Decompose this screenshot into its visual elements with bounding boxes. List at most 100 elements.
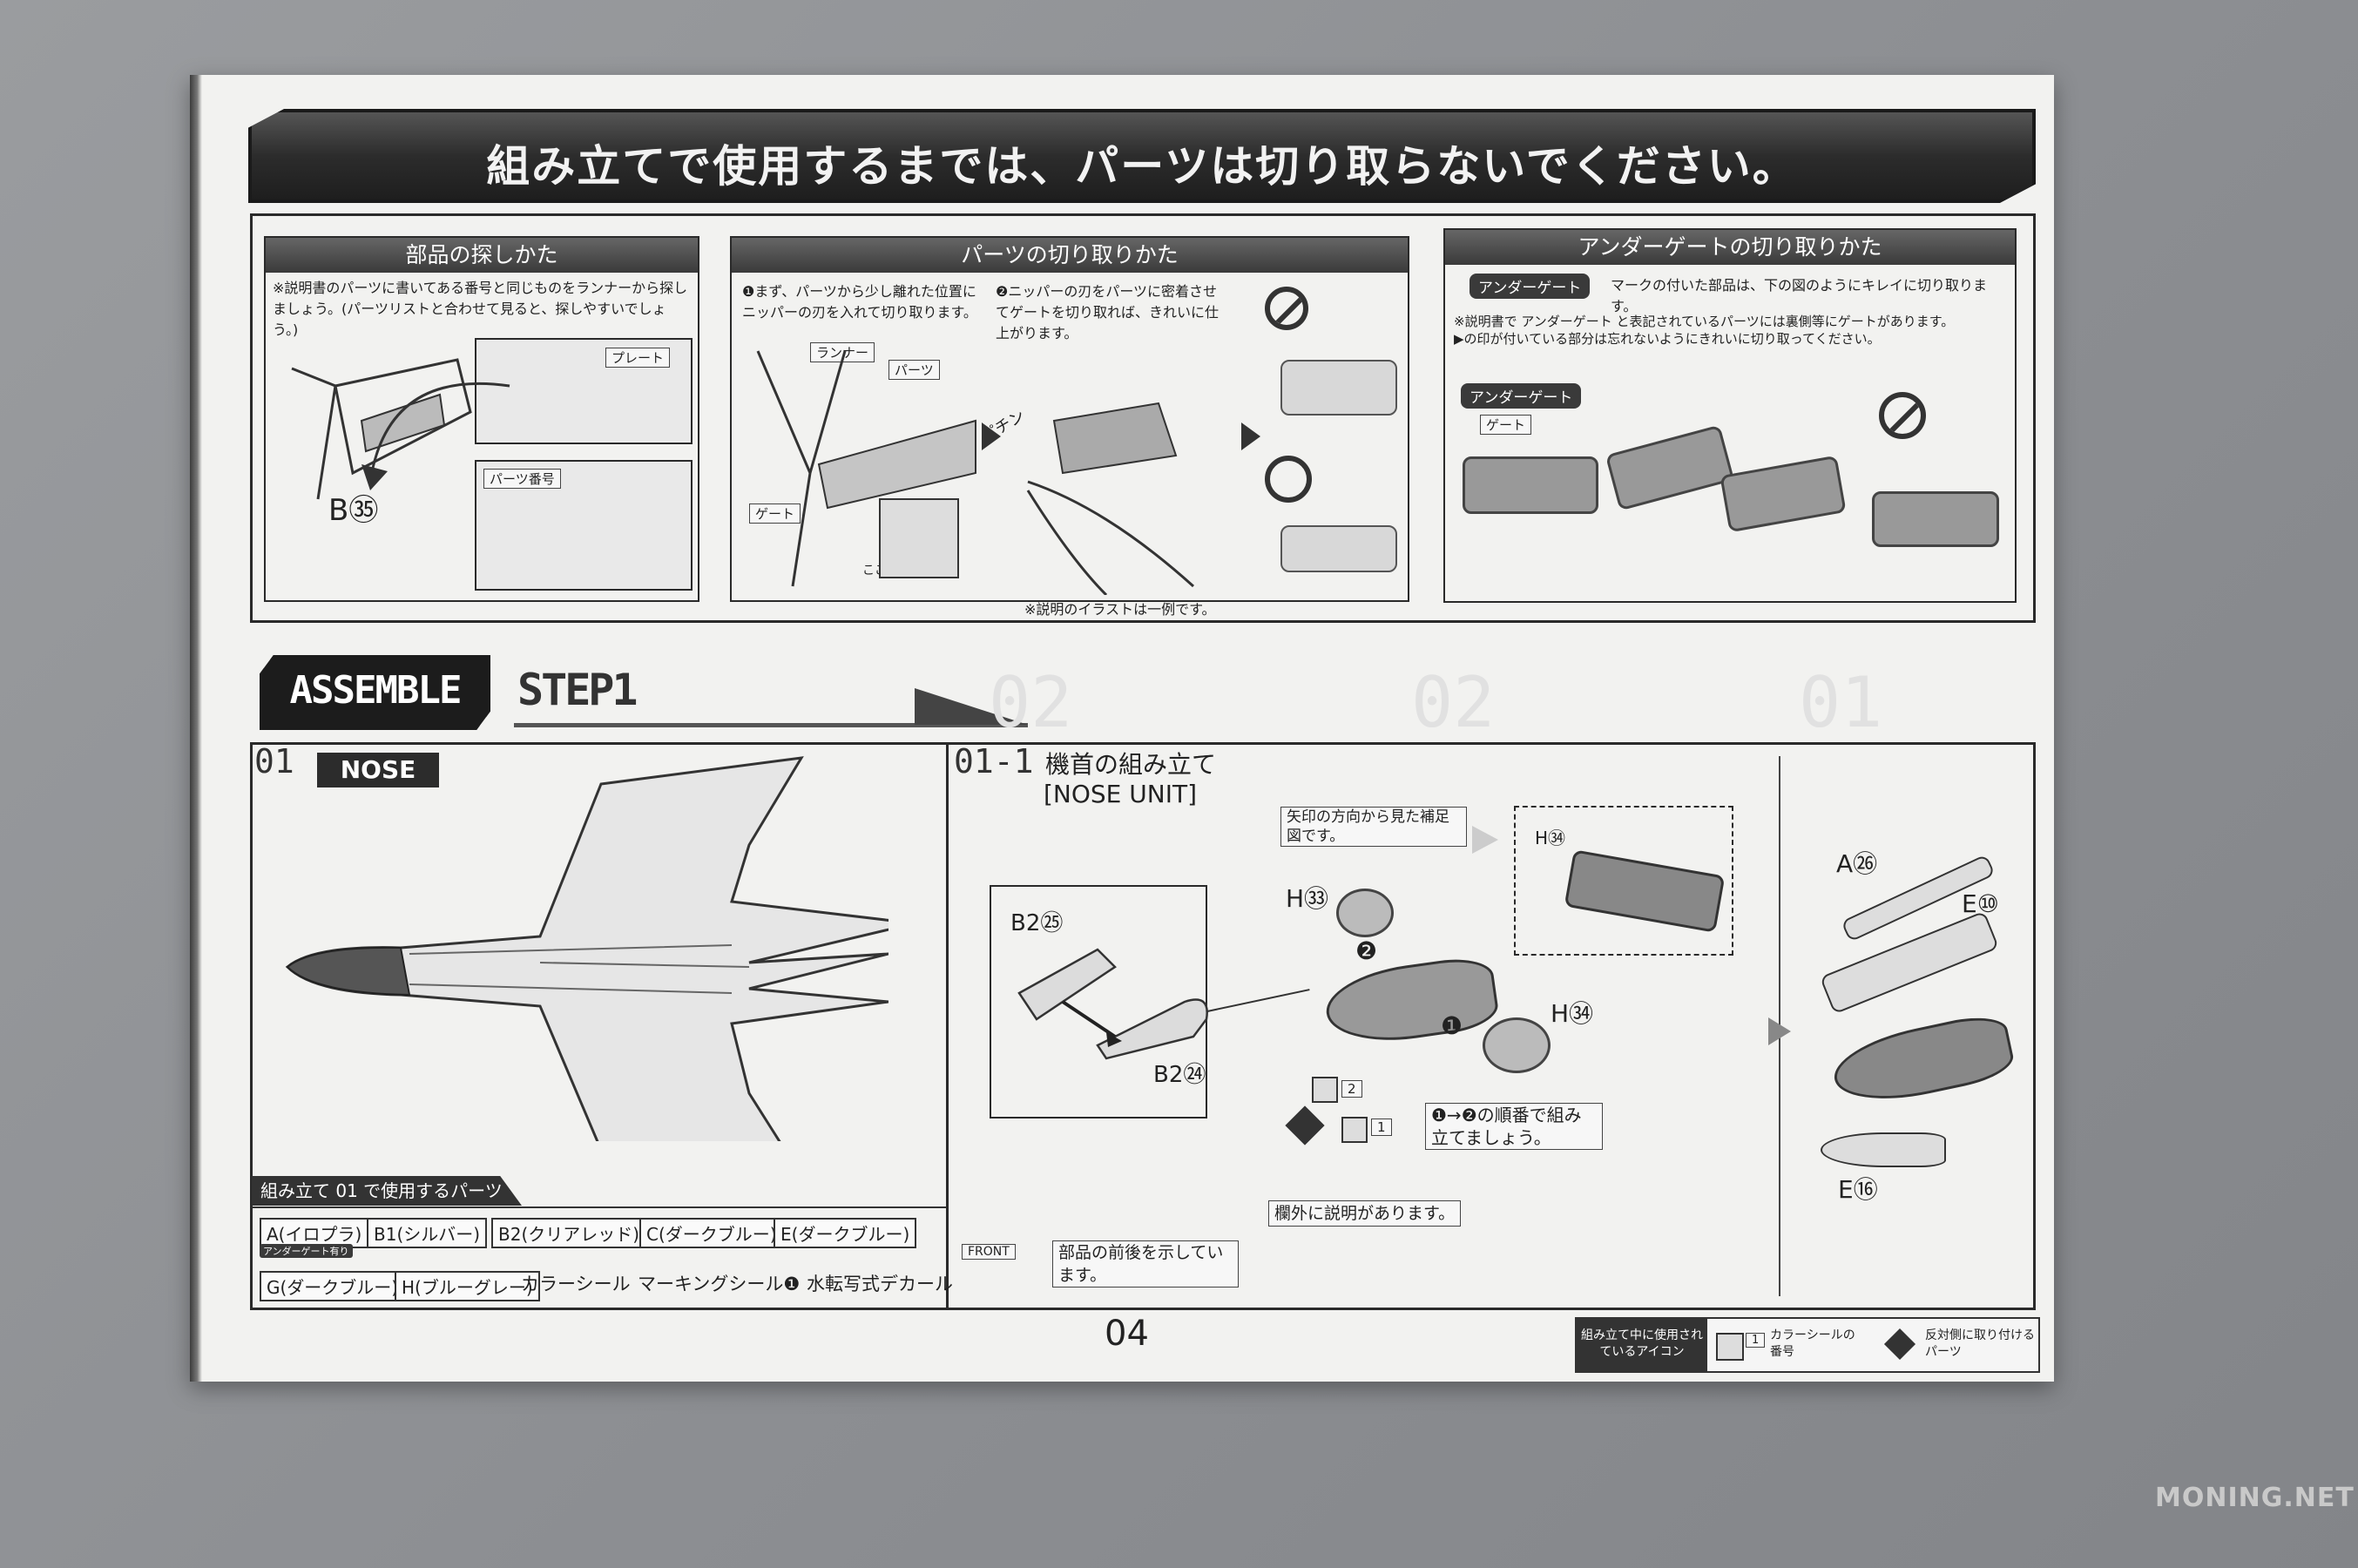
section-011-number: 01-1: [954, 742, 1034, 781]
part-h34: [1483, 1017, 1551, 1073]
step-arrowhead: [915, 688, 1028, 725]
undergate-part-2: [1605, 424, 1735, 511]
callout-view: 矢印の方向から見た補足図です。: [1280, 807, 1467, 847]
undergate-line3: ▶の印が付いている部分は忘れないようにきれいに切り取ってください。: [1454, 331, 1881, 347]
plate-label: プレート: [605, 348, 671, 368]
legend-sticker-icon: [1716, 1333, 1744, 1361]
example-part-number: B㉟: [328, 493, 379, 528]
step-underline: [514, 723, 1028, 727]
instruction-sheet: [190, 75, 2054, 1382]
banner-text: 組み立てで使用するまでは、パーツは切り取らないでください。: [486, 141, 1798, 192]
rough-part-illust: [1280, 360, 1397, 416]
panel-find-parts: 部品の探しかた ※説明書のパーツに書いてある番号と同じものをランナーから探しまし…: [264, 236, 699, 602]
ghost-num-1: 02: [989, 662, 1073, 743]
step1-frame: [250, 742, 2036, 1310]
ghost-num-3: 01: [1799, 662, 1883, 743]
label-h34: H㉞: [1551, 999, 1594, 1028]
parts-label: パーツ: [888, 360, 940, 380]
illustration-note: ※説明のイラストは一例です。: [1024, 601, 1216, 618]
ghost-num-2: 02: [1411, 662, 1496, 743]
assemble-label: ASSEMBLE: [289, 668, 463, 713]
label-b2-24: B2㉔: [1153, 1062, 1206, 1088]
legend-title: 組み立て中に使用されているアイコン: [1577, 1319, 1707, 1371]
gate-label: ゲート: [749, 504, 801, 524]
part-H: H(ブルーグレー): [395, 1271, 540, 1301]
sticker-num-1: 1: [1371, 1119, 1392, 1136]
label-b2-25: B2㉕: [1010, 910, 1064, 936]
sticker-num-2: 2: [1341, 1080, 1362, 1098]
nipper-illustration: [756, 350, 1195, 595]
undergate-part-bad: [1872, 491, 1999, 547]
label-e16: E⑯: [1838, 1175, 1878, 1204]
panel-undergate-title: アンダーゲートの切り取りかた: [1445, 230, 2015, 265]
extra-color-sticker: カラーシール: [521, 1274, 631, 1294]
watermark: MONING.NET: [2155, 1483, 2355, 1513]
undergate-line2: ※説明書で アンダーゲート と表記されているパーツには裏側等にゲートがあります。: [1454, 314, 1955, 329]
part-E: E(ダークブルー): [774, 1218, 917, 1248]
icon-legend: 組み立て中に使用されているアイコン 1 カラーシールの番号 反対側に取り付けるパ…: [1575, 1317, 2040, 1373]
assemble-badge: ASSEMBLE: [260, 655, 490, 730]
page-number: 04: [1105, 1314, 1149, 1354]
sticker-icon-2: [1341, 1117, 1368, 1143]
callout-front: 部品の前後を示しています。: [1052, 1240, 1239, 1288]
b2-parts-illustration: [1017, 948, 1208, 1060]
undergate-part-3: [1720, 455, 1847, 533]
sequence-arrow: [1768, 1017, 1791, 1045]
legend-mirror-icon: [1883, 1328, 1916, 1361]
step-marker-1: ❶: [1441, 1011, 1463, 1040]
ng-icon: [1265, 287, 1308, 330]
label-h34-view: H㉞: [1535, 828, 1566, 848]
sticker-icon-1: [1312, 1077, 1338, 1103]
step-marker-2: ❷: [1355, 936, 1378, 965]
part-C: C(ダークブルー): [639, 1218, 784, 1248]
aircraft-illustration: [285, 756, 888, 1141]
section-01-number: 01: [254, 742, 294, 781]
panel-find-desc: ※説明書のパーツに書いてある番号と同じものをランナーから探しましょう。(パーツリ…: [273, 280, 688, 338]
runner-label: ランナー: [810, 342, 875, 362]
section-011-subtitle: [NOSE UNIT]: [1044, 780, 1197, 808]
pointer-arrow: [361, 382, 510, 490]
part-A: A(イロプラ): [260, 1218, 369, 1248]
panel-find-title: 部品の探しかた: [266, 238, 698, 273]
legend-sticker-text: カラーシールの番号: [1770, 1328, 1855, 1359]
cut-step1-text: ❶まず、パーツから少し離れた位置にニッパーの刃を入れて切り取ります。: [742, 283, 977, 321]
callout-view-arrow: [1472, 826, 1498, 854]
undergate-ng-icon: [1879, 392, 1926, 439]
extra-decal: 水転写式デカール: [807, 1274, 953, 1294]
legend-mirror-text: 反対側に取り付けるパーツ: [1925, 1328, 2035, 1359]
binding-spine: [190, 75, 202, 1382]
step-arrow-2: [1241, 422, 1260, 450]
part-B2: B2(クリアレッド): [491, 1218, 647, 1248]
callout-outside: 欄外に説明があります。: [1268, 1200, 1462, 1227]
part-e16: [1821, 1132, 1946, 1167]
part-G: G(ダークブルー): [260, 1271, 406, 1301]
parts-list-rule: [252, 1206, 946, 1208]
clean-part-illust: [1280, 525, 1397, 572]
cut-step2-text: ❷ニッパーの刃をパーツに密着させてゲートを切り取れば、きれいに仕上がります。: [996, 283, 1220, 341]
panel-cut-title: パーツの切り取りかた: [732, 238, 1408, 273]
extra-marking-sticker: マーキングシール❶: [638, 1274, 801, 1294]
warning-banner: 組み立てで使用するまでは、パーツは切り取らないでください。: [248, 109, 2036, 203]
label-a26: A㉖: [1836, 849, 1878, 878]
callout-order: ❶→❷の順番で組み立てましょう。: [1425, 1103, 1603, 1150]
step-arrow-1: [982, 422, 1001, 450]
panel-cut-parts: パーツの切り取りかた ❶まず、パーツから少し離れた位置にニッパーの刃を入れて切り…: [730, 236, 1409, 602]
undergate-tag: アンダーゲート: [1470, 274, 1591, 299]
undergate-diagram-tag: アンダーゲート: [1461, 383, 1582, 409]
supplementary-view-box: [1514, 806, 1733, 956]
label-h33: H㉝: [1286, 884, 1329, 913]
how-to-panels-frame: [250, 213, 2036, 623]
section-01-name: NOSE: [317, 753, 439, 787]
partno-label: パーツ番号: [483, 469, 561, 489]
section-011-title: 機首の組み立て: [1045, 750, 1217, 779]
part-h33: [1336, 889, 1394, 937]
divider-vertical: [946, 742, 949, 1310]
undergate-line1: マークの付いた部品は、下の図のようにキレイに切り取ります。: [1611, 277, 1988, 314]
front-tag: FRONT: [962, 1244, 1016, 1260]
legend-sticker-number: 1: [1746, 1333, 1766, 1348]
label-e10: E⑩: [1962, 889, 1999, 918]
panel-undergate: アンダーゲートの切り取りかた アンダーゲート マークの付いた部品は、下の図のよう…: [1443, 228, 2017, 603]
b2-inset-box: [990, 885, 1207, 1119]
undergate-gate-label: ゲート: [1480, 415, 1532, 435]
undergate-part-1: [1463, 456, 1598, 514]
